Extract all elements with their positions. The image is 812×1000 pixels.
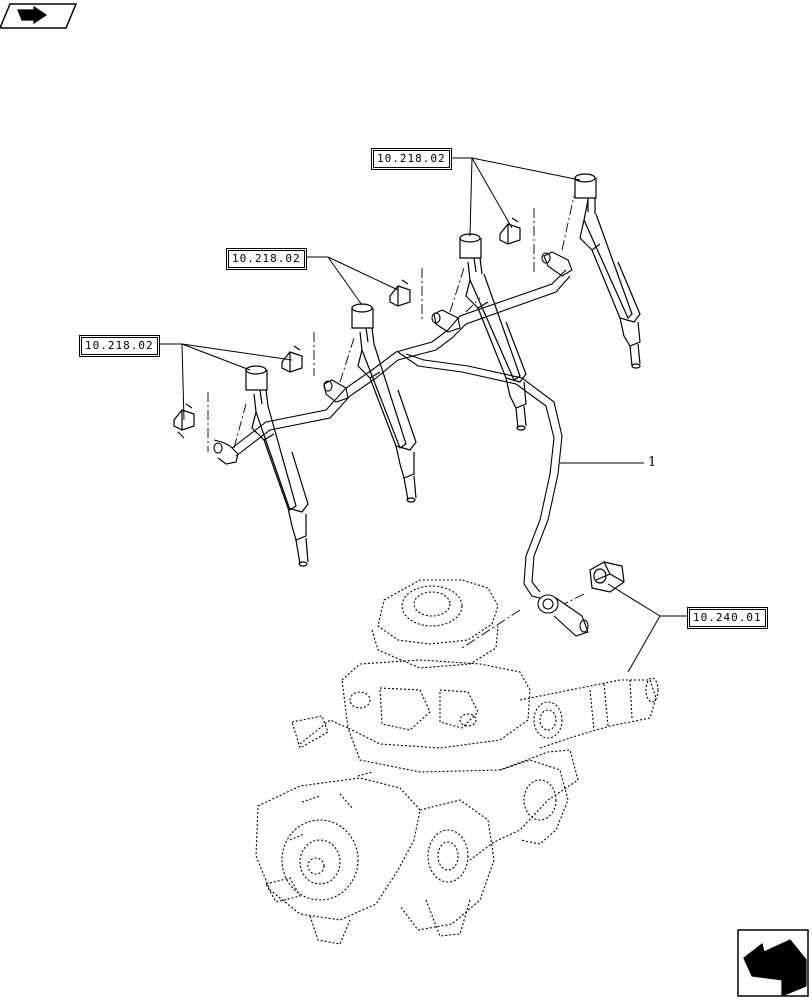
previous-page-arrow-icon[interactable] [0, 3, 78, 29]
reference-label-injector-middle[interactable]: 10.218.02 [228, 250, 305, 268]
fuel-injector-2 [351, 303, 417, 503]
reference-label-injector-left[interactable]: 10.218.02 [81, 337, 158, 355]
banjo-bolt-4 [499, 217, 521, 245]
item-number-leak-off-pipe: 1 [648, 455, 657, 470]
reference-label-pump[interactable]: 10.240.01 [689, 609, 766, 627]
leader-lines [150, 157, 688, 673]
reference-label-injector-top[interactable]: 10.218.02 [373, 150, 450, 168]
banjo-bolt-2 [281, 345, 303, 373]
banjo-bolt-1 [173, 403, 195, 439]
fuel-injector-4 [574, 173, 641, 369]
fuel-injection-pump [255, 579, 659, 945]
leak-off-return-pipe [213, 251, 589, 637]
fuel-injector-3 [459, 233, 527, 431]
next-page-arrow-icon[interactable] [737, 929, 809, 997]
banjo-bolt-3 [389, 279, 411, 307]
sealing-ring [589, 561, 625, 593]
assembly-center-lines [207, 195, 585, 649]
fuel-injector-1 [245, 365, 309, 567]
